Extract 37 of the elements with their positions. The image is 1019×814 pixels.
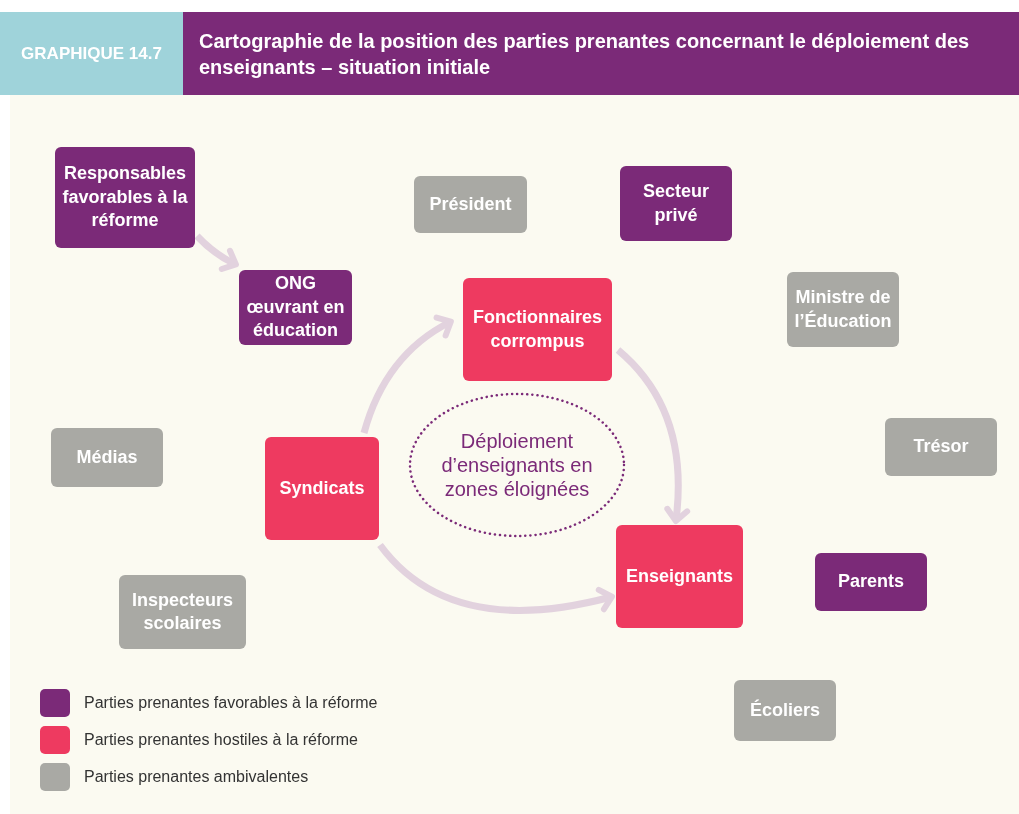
stakeholder-label: Ministre de l’Éducation	[793, 286, 893, 333]
stakeholder-box	[414, 176, 527, 233]
stakeholder-label: Président	[429, 192, 512, 216]
stakeholder-label: Déploiement d’enseignants en zones éloignées	[440, 429, 594, 501]
stakeholder-box	[616, 525, 743, 628]
stakeholder-box	[265, 437, 379, 540]
stakeholder-label: Enseignants	[626, 564, 733, 588]
stakeholder-box	[51, 428, 163, 487]
stakeholder-box	[463, 278, 612, 381]
legend-label: Parties prenantes favorables à la réforme	[84, 694, 378, 712]
stakeholder-label: Fonctionnaires corrompus	[472, 306, 603, 353]
stakeholder-box	[119, 575, 246, 649]
figure-number: GRAPHIQUE 14.7	[21, 43, 162, 64]
stakeholder-box	[885, 418, 997, 476]
stakeholder-label: Trésor	[913, 435, 969, 459]
stakeholder-box	[734, 680, 836, 741]
focus-ellipse	[408, 392, 626, 538]
curved-arrow	[377, 542, 615, 614]
stakeholder-box	[55, 147, 195, 248]
stakeholder-box	[787, 272, 899, 347]
stakeholder-label: Écoliers	[749, 698, 820, 722]
title: Cartographie de la position des parties prenantes concernant le déploiement des enseignants – situation initiale	[198, 28, 971, 80]
stakeholder-box	[815, 553, 927, 611]
legend-label: Parties prenantes hostiles à la réforme	[84, 731, 358, 749]
stakeholder-label: Médias	[76, 445, 138, 469]
stakeholder-label: Inspecteurs scolaires	[130, 588, 234, 635]
curved-arrow	[615, 347, 690, 524]
stakeholder-box	[239, 270, 352, 345]
curved-arrow	[194, 233, 239, 272]
stakeholder-label: Parents	[837, 570, 904, 594]
stakeholder-label: Secteur privé	[641, 180, 710, 227]
legend-label: Parties prenantes ambivalentes	[84, 768, 309, 786]
stakeholder-label: Syndicats	[279, 476, 365, 500]
stakeholder-label: ONG œuvrant en éducation	[245, 272, 346, 343]
stakeholder-box	[620, 166, 732, 241]
curved-arrow	[360, 315, 454, 434]
stakeholder-label: Responsables favorables à la réforme	[61, 162, 189, 233]
